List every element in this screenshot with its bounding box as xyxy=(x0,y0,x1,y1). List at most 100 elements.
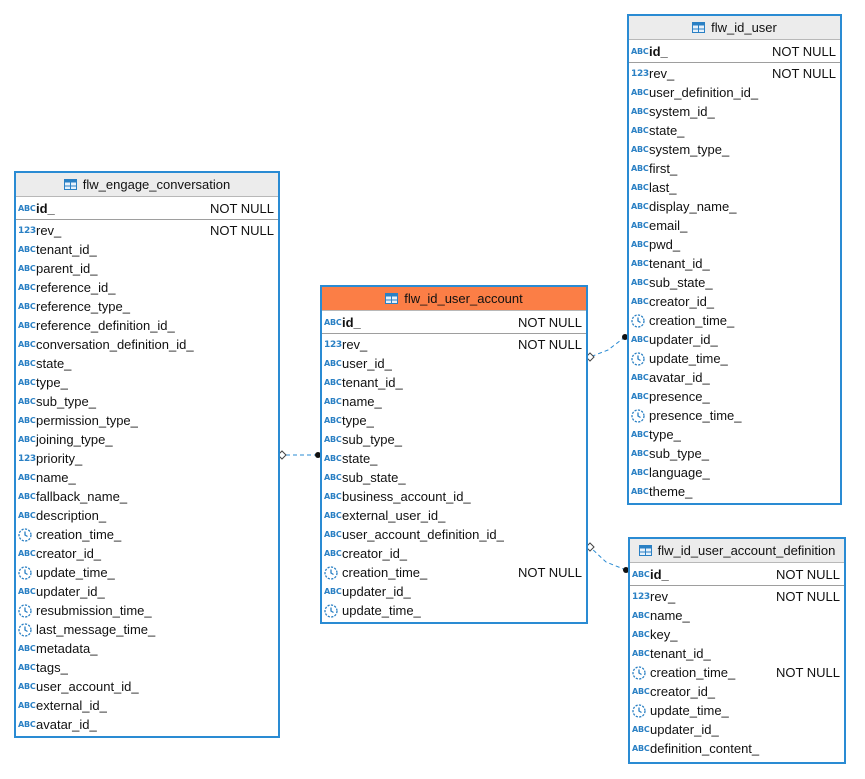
field-name: theme_ xyxy=(649,484,693,499)
field-name: key_ xyxy=(650,627,678,642)
relationship-line[interactable] xyxy=(589,336,626,358)
field-row[interactable]: update_time_ xyxy=(629,349,840,368)
field-row[interactable]: creation_time_NOT NULL xyxy=(322,563,586,582)
field-row[interactable]: creation_time_NOT NULL xyxy=(630,663,844,682)
field-row[interactable]: presence_time_ xyxy=(629,406,840,425)
field-row[interactable]: creation_time_ xyxy=(629,311,840,330)
text-type-icon: ABC xyxy=(18,340,36,349)
entity-header[interactable]: flw_id_user_account_definition xyxy=(630,539,844,563)
entity-header[interactable]: flw_id_user_account xyxy=(322,287,586,311)
clock-icon xyxy=(632,665,650,680)
field-row[interactable]: creation_time_ xyxy=(16,525,278,544)
field-name: last_message_time_ xyxy=(36,622,156,637)
field-name: user_account_id_ xyxy=(36,679,139,694)
relationship-line[interactable] xyxy=(589,546,627,571)
text-type-icon: ABC xyxy=(632,649,650,658)
text-type-icon: ABC xyxy=(631,373,649,382)
field-name: pwd_ xyxy=(649,237,681,252)
field-row[interactable]: update_time_ xyxy=(630,701,844,720)
field-row[interactable]: update_time_ xyxy=(16,563,278,582)
field-row[interactable]: update_time_ xyxy=(322,601,586,620)
field-row[interactable]: resubmission_time_ xyxy=(16,601,278,620)
field-row[interactable]: last_message_time_ xyxy=(16,620,278,639)
entity-header[interactable]: flw_engage_conversation xyxy=(16,173,278,197)
text-type-icon: ABC xyxy=(631,221,649,230)
entity-header[interactable]: flw_id_user xyxy=(629,16,840,40)
field-constraint: NOT NULL xyxy=(517,337,582,352)
